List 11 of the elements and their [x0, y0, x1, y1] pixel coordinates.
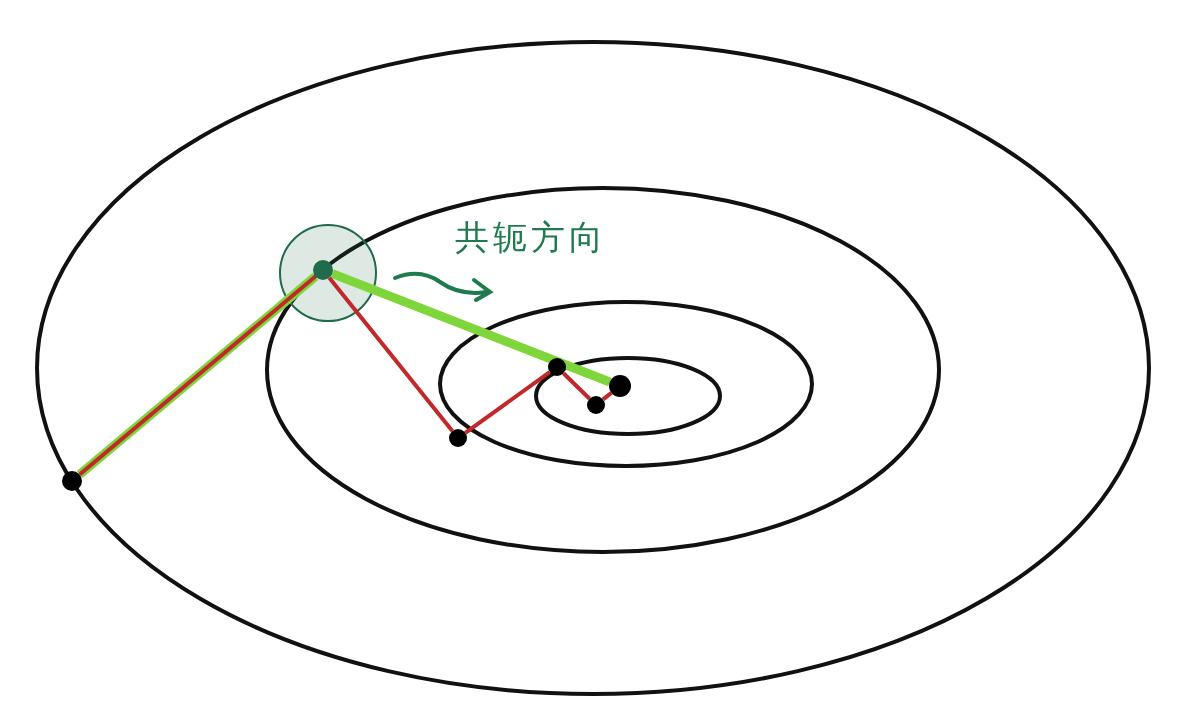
point-marker — [609, 375, 631, 397]
path-segment — [327, 276, 454, 433]
point-marker — [62, 471, 82, 491]
path-segment — [601, 391, 613, 401]
point-marker — [313, 260, 333, 280]
point-marker — [587, 396, 605, 414]
path-segment — [562, 371, 591, 401]
path-segment — [330, 269, 612, 387]
path-segment — [464, 370, 551, 435]
point-marker — [449, 429, 467, 447]
annotation-text: 共轭方向 — [455, 216, 607, 259]
